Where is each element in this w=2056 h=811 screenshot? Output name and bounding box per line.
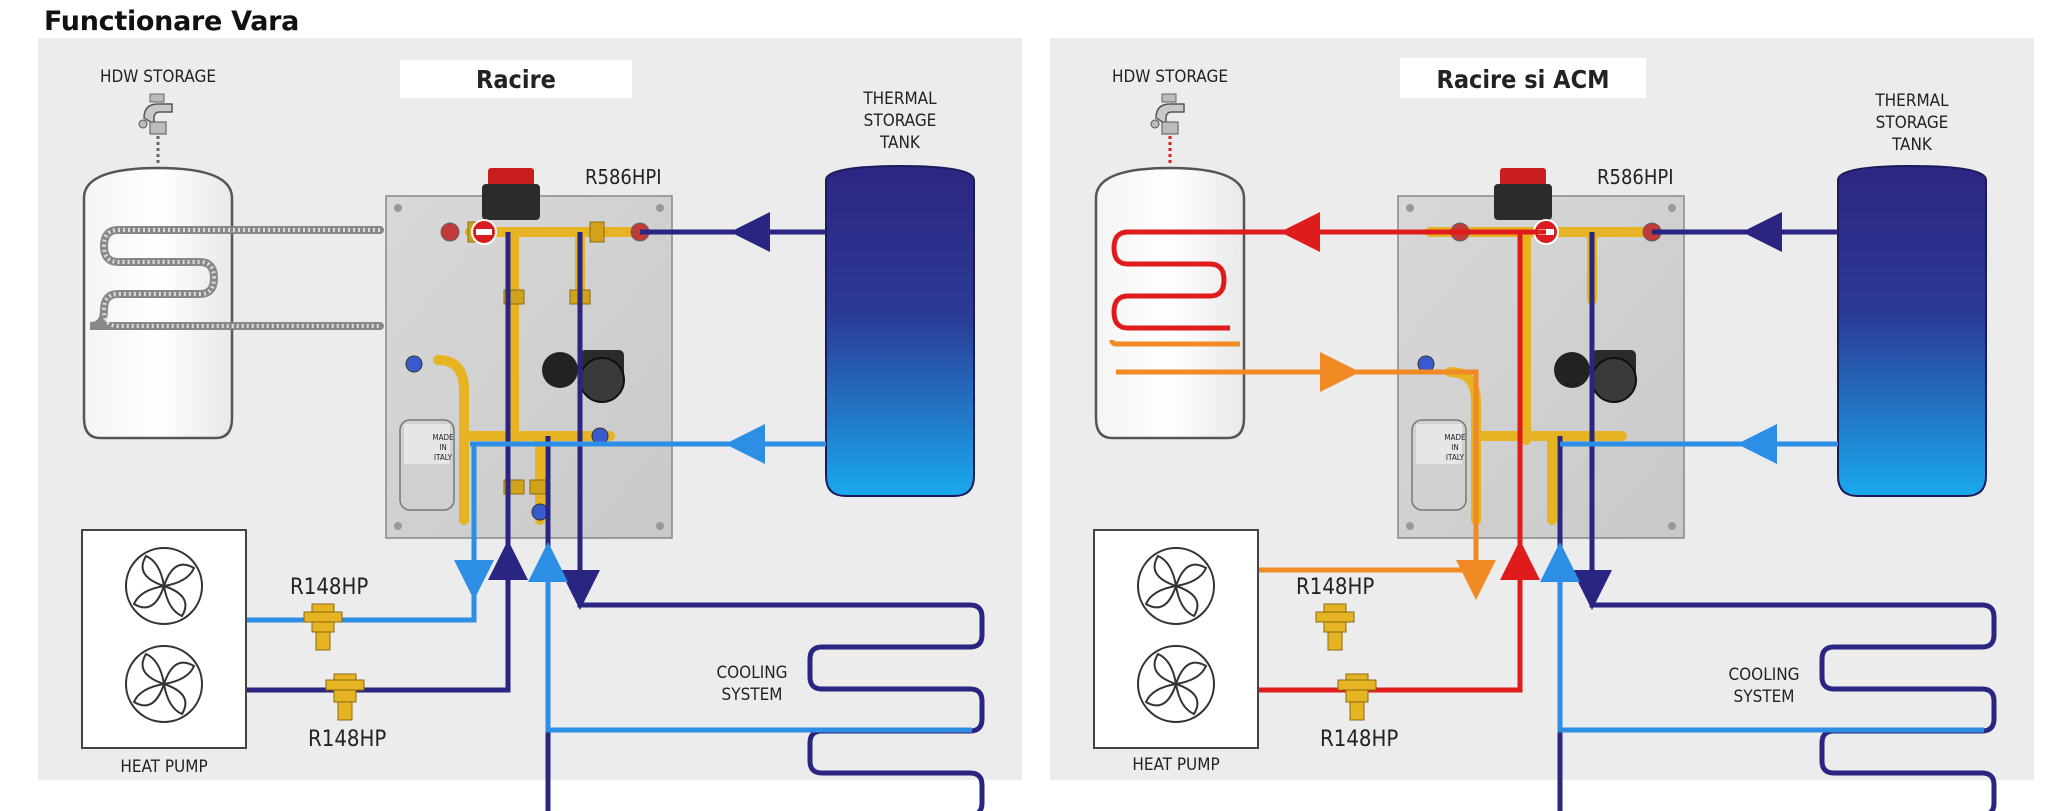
panel-racire: Racire HDW STORAGE THERMAL STORAGE TANK … bbox=[38, 38, 1022, 811]
thermal-label-2: STORAGE bbox=[864, 111, 937, 131]
fan-icon bbox=[1137, 547, 1215, 625]
cooling-label-2: SYSTEM bbox=[722, 685, 783, 705]
mode-title-box bbox=[400, 60, 632, 98]
thermal-label-1: THERMAL bbox=[862, 89, 937, 109]
manifold-label: R586HPI bbox=[1597, 165, 1674, 189]
valve-top-label: R148HP bbox=[1296, 575, 1374, 600]
svg-text:MADE: MADE bbox=[1444, 433, 1466, 442]
pump-icon bbox=[542, 350, 625, 403]
r148hp-valve-icon bbox=[303, 603, 343, 651]
valve-bottom-label: R148HP bbox=[1320, 727, 1398, 752]
mode-title: Racire si ACM bbox=[1437, 65, 1610, 94]
r148hp-valve-icon bbox=[1337, 673, 1377, 721]
cooling-label-2: SYSTEM bbox=[1734, 687, 1795, 707]
thermal-storage-tank bbox=[1837, 164, 1987, 497]
mode-title-box bbox=[1400, 58, 1646, 98]
svg-text:ITALY: ITALY bbox=[434, 453, 453, 462]
thermal-label-3: TANK bbox=[879, 133, 921, 153]
heat-pump-label: HEAT PUMP bbox=[1132, 755, 1219, 775]
r148hp-valve-icon bbox=[1315, 603, 1355, 651]
svg-text:IN: IN bbox=[1451, 443, 1459, 452]
cooling-label-1: COOLING bbox=[1728, 665, 1799, 685]
panel-racire-si-acm: Racire si ACM HDW STORAGE THERMAL STORAG… bbox=[1050, 38, 2034, 811]
cooling-label-1: COOLING bbox=[716, 663, 787, 683]
svg-text:MADE: MADE bbox=[432, 433, 454, 442]
hdw-storage-label: HDW STORAGE bbox=[100, 67, 216, 87]
dirt-separator-icon: MADE IN ITALY bbox=[1411, 419, 1467, 511]
thermal-label-2: STORAGE bbox=[1876, 113, 1949, 133]
valve-top-label: R148HP bbox=[290, 575, 368, 600]
mode-title: Racire bbox=[476, 65, 556, 94]
thermal-storage-tank bbox=[825, 164, 975, 497]
actuator-icon bbox=[488, 168, 534, 186]
hdw-storage-label: HDW STORAGE bbox=[1112, 67, 1228, 87]
actuator-icon bbox=[1500, 168, 1546, 186]
faucet-icon bbox=[1150, 93, 1185, 135]
hdw-storage-tank bbox=[82, 166, 234, 440]
manifold-label: R586HPI bbox=[585, 165, 662, 189]
valve-bottom-label: R148HP bbox=[308, 727, 386, 752]
thermal-label-1: THERMAL bbox=[1874, 91, 1949, 111]
svg-text:IN: IN bbox=[439, 443, 447, 452]
svg-text:ITALY: ITALY bbox=[1446, 453, 1465, 462]
hdw-coil-inner bbox=[101, 228, 380, 328]
fan-icon bbox=[125, 645, 203, 723]
fan-icon bbox=[1137, 645, 1215, 723]
dirt-separator-icon: MADE IN ITALY bbox=[399, 419, 455, 511]
heat-pump-label: HEAT PUMP bbox=[120, 757, 207, 777]
r148hp-valve-icon bbox=[325, 673, 365, 721]
faucet-icon bbox=[138, 93, 173, 135]
thermal-label-3: TANK bbox=[1891, 135, 1933, 155]
page-title: Functionare Vara bbox=[44, 6, 300, 37]
fan-icon bbox=[125, 547, 203, 625]
